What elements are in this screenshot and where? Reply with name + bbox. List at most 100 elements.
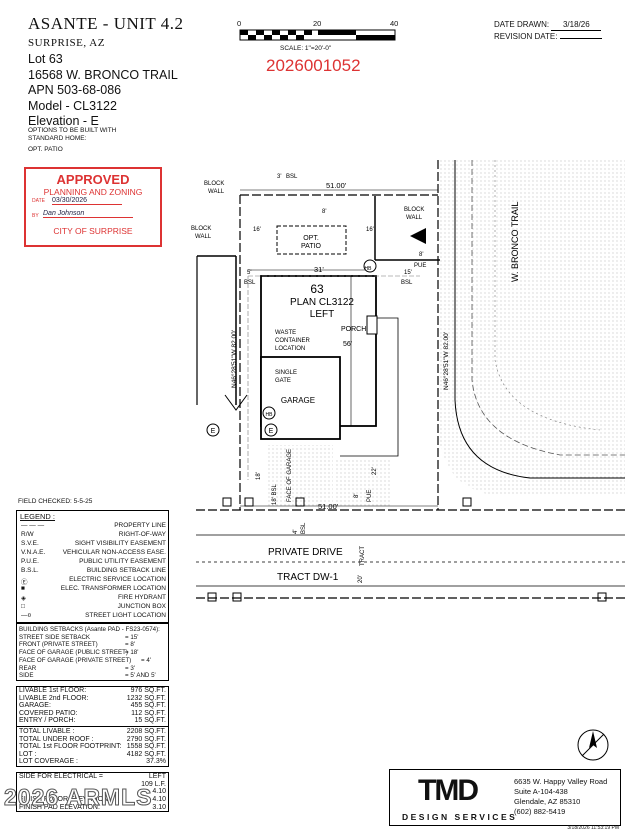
walk-path [340,317,399,457]
setback-row: REAR = 3' [17,665,168,673]
porch-label: PORCH [341,326,366,333]
elev-row: SIDE FOR ELECTRICAL =LEFT [17,773,168,781]
legend-row: S.V.E. SIGHT VISIBILITY EASEMENT [19,540,166,549]
area-label: TOTAL LIVABLE : [19,727,75,735]
stamp-by-label: BY [32,213,39,219]
lot-model: Model - CL3122 [28,98,117,113]
bearing-right: N46°28'51"W 82.00' [442,332,450,390]
hb-label-1: HB [365,266,373,272]
elev-value: 3.10 [152,803,166,811]
tmd-address-2: Suite A-104-438 [514,787,568,796]
tmd-tagline: DESIGN SERVICES [402,812,518,822]
area-value: 1232 SQ.FT. [126,694,166,702]
plan-name: PLAN CL3122 [290,297,354,308]
area-value: 15 SQ.FT. [134,717,166,725]
junction-box [207,592,217,602]
area-row: LOT COVERAGE :37.3% [17,758,168,766]
legend-label: ELEC. TRANSFORMER LOCATION [60,585,166,592]
legend-row: □JUNCTION BOX [19,603,166,612]
dim-pue-8: 8' [419,252,423,258]
area-value: 37.3% [146,758,166,766]
setback-value: = 3' [125,664,135,672]
dim-house-width: 31' [314,265,324,274]
street-centerline [471,160,625,456]
area-row: ENTRY / PORCH: 15 SQ.FT. [17,717,168,725]
e-label-2: E [269,428,274,435]
legend-row: —¤ STREET LIGHT LOCATION [19,612,166,621]
area-label: TOTAL UNDER ROOF : [19,735,94,743]
dim-rear-8: 8' [322,209,326,215]
junction-box [295,497,305,507]
setback-row: FACE OF GARAGE (PUBLIC STREET)= 18' [17,649,168,657]
area-value: 2790 SQ.FT. [126,735,166,743]
area-label: GARAGE: [19,702,51,710]
area-value: 2208 SQ.FT. [126,727,166,735]
legend-label: PROPERTY LINE [114,522,166,529]
porch-footprint [366,315,378,335]
project-city: SURPRISE, AZ [28,37,105,49]
bsl-label-rear: BSL [286,174,298,180]
setback-value: = 4' [141,656,151,664]
gate-label-2: GATE [275,378,291,384]
hose-bib-icon [262,406,276,420]
hose-bib-icon [363,259,377,273]
stamp-date-label: DATE [32,198,45,204]
area-label: LIVABLE 2nd FLOOR: [19,694,89,702]
block-wall-label-1b: WALL [208,189,225,195]
elev-value: LEFT [148,773,166,780]
elev-row: 4.10 [17,788,168,796]
block-wall-label-3b: WALL [406,215,423,221]
area-row: TOTAL LIVABLE : 2208 SQ.FT. [17,728,168,736]
garage-label: GARAGE [281,396,315,405]
setback-value: = 18' [125,649,139,657]
north-arrow-icon [577,729,609,761]
legend-row: — — —PROPERTY LINE [19,522,166,531]
area-value: 455 SQ.FT. [130,702,166,710]
setback-label: SIDE [19,672,34,680]
street-light-icon: —¤ [21,612,32,619]
curb-line [454,160,625,479]
setback-row: FRONT (PRIVATE STREET)= 8' [17,641,168,649]
scale-tick-0: 0 [237,19,242,28]
area-label: COVERED PATIO: [19,709,78,717]
scale-label: SCALE: 1"=20'-0" [280,45,332,52]
setback-row: FACE OF GARAGE (PRIVATE STREET)= 4' [17,657,168,665]
setback-label: REAR [19,664,37,672]
legend-label: FIRE HYDRANT [117,594,166,601]
legend-row: B.S.L.BUILDING SETBACK LINE [19,567,166,576]
bsl-label-side: BSL [244,280,256,286]
legend-sym: S.V.E. [21,540,39,547]
plan-lot-number: 63 [310,282,324,296]
legend-label: JUNCTION BOX [117,603,166,610]
setback-value: = 8' [125,641,135,649]
legend-row: ■ELEC. TRANSFORMER LOCATION [19,585,166,594]
legend-label: STREET LIGHT LOCATION [85,612,166,619]
area-label: TOTAL 1st FLOOR FOOTPRINT: [19,743,122,751]
setback-label: FACE OF GARAGE (PUBLIC STREET) [19,649,128,657]
opt-patio-label-1: OPT. [303,235,319,242]
area-value: 4182 SQ.FT. [126,750,166,758]
elev-row: 109 L.F. [17,781,168,789]
site-plan: 63 PLAN CL3122 LEFT GARAGE PORCH WASTE C… [191,160,625,602]
options-note-2: STANDARD HOME: [28,135,87,142]
area-label: LOT : [19,750,37,758]
dim-drive-4: 4' [293,530,299,534]
elevation-table: SIDE FOR ELECTRICAL =LEFT 109 L.F. 4.10 … [16,772,169,813]
tmd-address-1: 6635 W. Happy Valley Road [514,777,608,786]
pue-label-front: PUE [367,490,373,502]
face-of-garage-label: FACE OF GARAGE [287,449,293,502]
options-list: OPT. PATIO [28,146,63,153]
legend-label: PUBLIC UTILITY EASEMENT [79,558,166,565]
legend-label: SIGHT VISIBILITY EASEMENT [74,540,166,547]
street-light-icon [410,228,426,244]
area-label: ENTRY / PORCH: [19,717,76,725]
stamp-date-value: 03/30/2026 [52,197,122,205]
options-note: OPTIONS TO BE BUILT WITH STANDARD HOME: [28,127,116,143]
opt-patio [276,225,347,255]
legend-label: VEHICULAR NON-ACCESS EASE. [62,549,166,556]
private-drive-label: PRIVATE DRIVE [268,547,343,558]
junction-box [222,497,232,507]
elev-value: 4.10 [152,788,166,796]
legend-label: RIGHT-OF-WAY [118,531,166,538]
